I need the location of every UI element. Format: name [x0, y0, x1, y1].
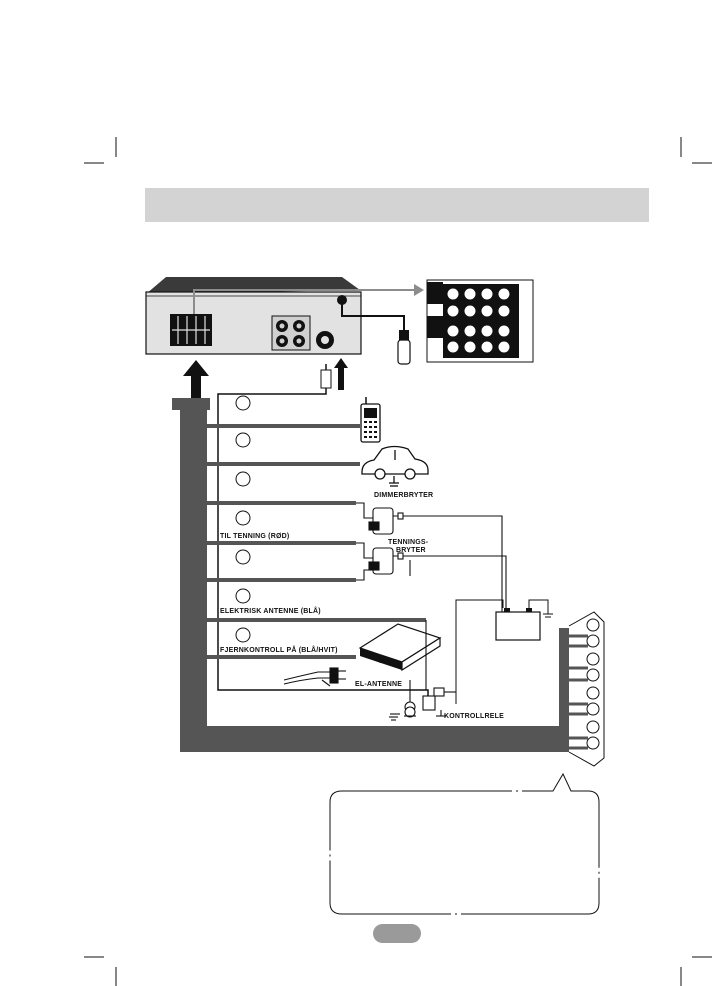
label-ignition-switch-2: BRYTER: [396, 547, 426, 554]
section-header-band: [145, 188, 649, 222]
label-electric-antenna: ELEKTRISK ANTENNE (BLÅ): [220, 606, 321, 615]
note-bubble: [329, 772, 600, 915]
label-el-antenna: EL-ANTENNE: [355, 681, 402, 688]
rca-cables: [283, 667, 404, 691]
label-ignition: TIL TENNING (RØD): [220, 533, 289, 540]
connector-pin-block: [426, 279, 534, 363]
battery-icon: [455, 599, 553, 704]
head-unit: [145, 277, 424, 365]
label-control-relay: KONTROLLRELE: [444, 713, 504, 720]
car-icon: [361, 445, 429, 487]
crop-marks: [84, 137, 712, 986]
wiring-harness: [172, 398, 569, 752]
switch-icon: [356, 502, 507, 612]
phone-icon: [360, 397, 381, 443]
label-dimmer: DIMMERBRYTER: [374, 492, 433, 499]
page-number-tab: [373, 924, 421, 943]
antenna-icon: [389, 680, 416, 721]
relay-icon: [422, 620, 456, 717]
amplifier-icon: [358, 623, 442, 672]
label-remote-on: FJERNKONTROLL PÅ (BLÅ/HVIT): [220, 645, 338, 654]
speaker-icon: [568, 611, 605, 767]
callout-circles: [235, 395, 251, 643]
label-ignition-switch-1: TENNINGS-: [388, 539, 429, 546]
